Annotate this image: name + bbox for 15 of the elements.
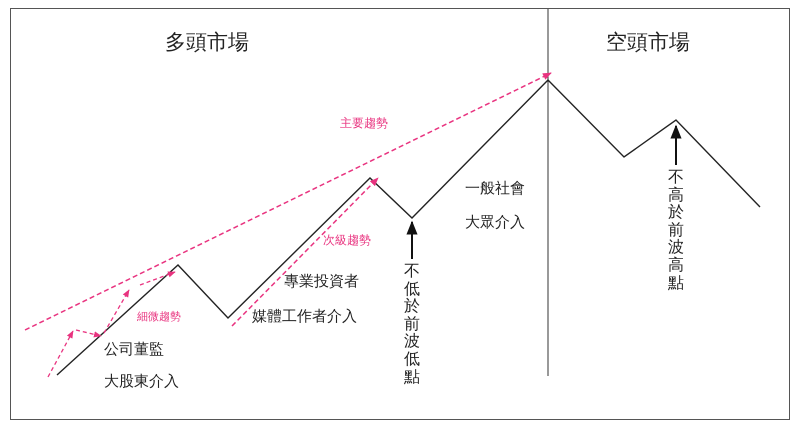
annotation-text: 公司董監 [104,342,164,357]
annotation-text: 大股東介入 [104,374,179,389]
market-heading: 多頭市場 [165,32,249,53]
annotation-text: 一般社會 [465,181,525,196]
arrow [670,124,682,165]
annotation-text: 媒體工作者介入 [252,309,357,324]
vertical-note: 不低於前波低點 [404,262,420,386]
annotation-text: 大眾介入 [465,215,525,230]
trend-label: 次級趨勢 [323,234,371,246]
annotation-text: 專業投資者 [284,274,359,289]
market-heading: 空頭市場 [606,32,690,53]
vertical-note: 不高於前波高點 [668,168,684,292]
trend-label: 細微趨勢 [137,311,181,322]
arrow [406,220,418,259]
trend-label: 主要趨勢 [340,117,388,129]
